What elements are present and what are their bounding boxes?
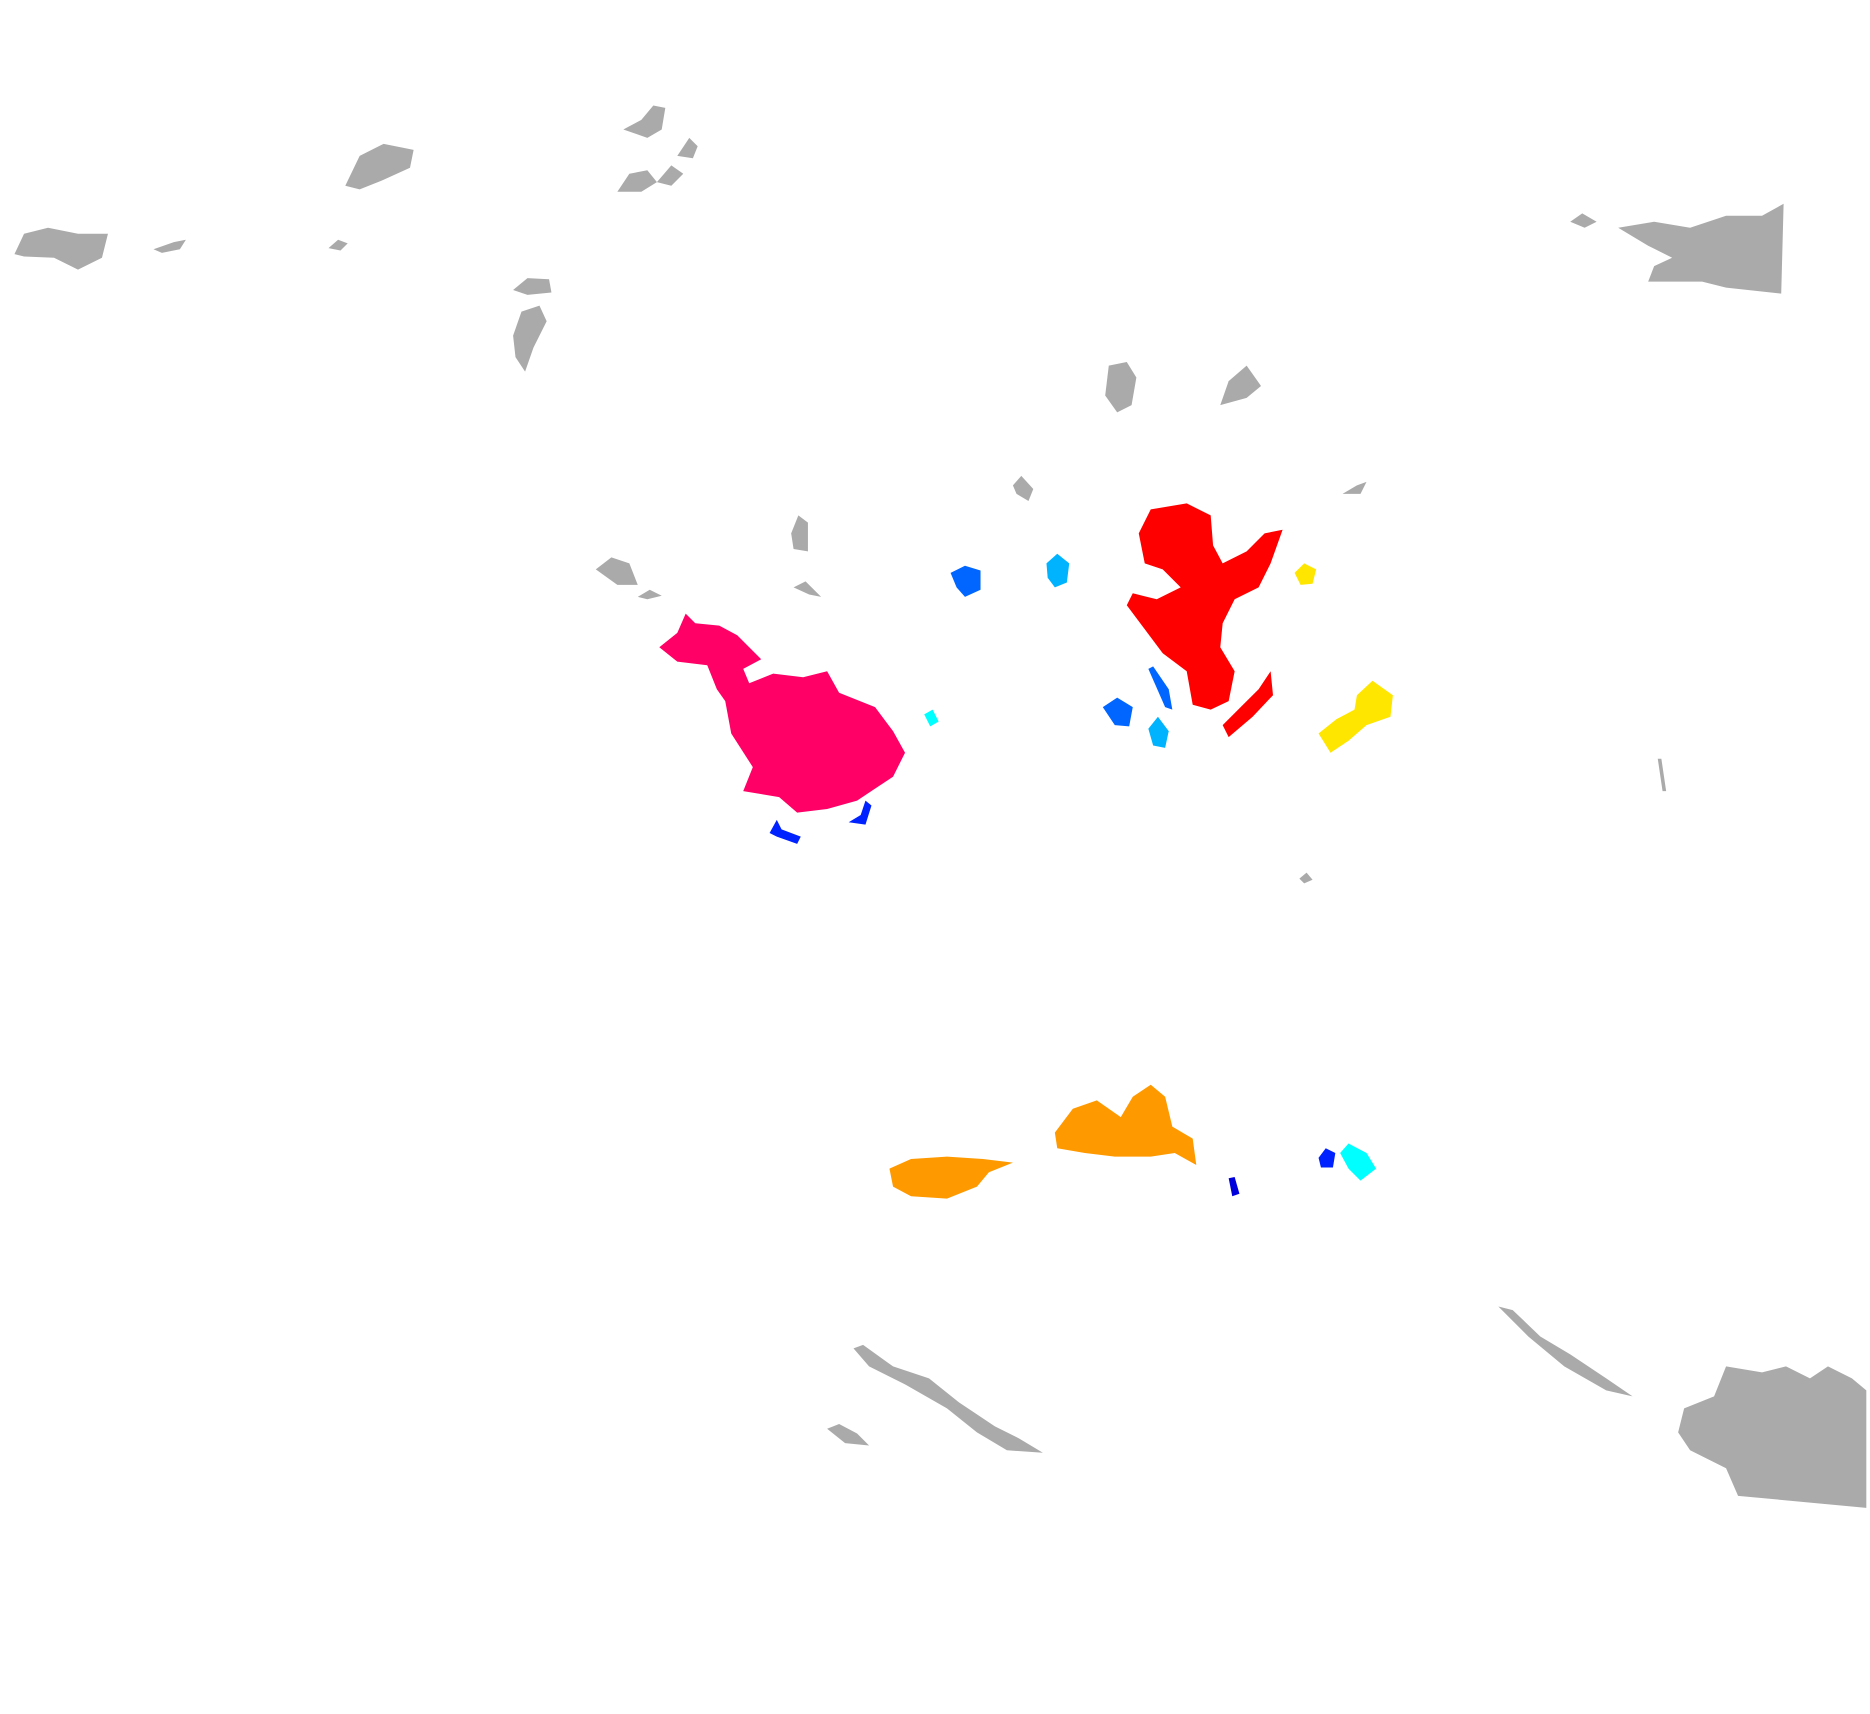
- island-gray: [827, 1423, 870, 1446]
- island-gray: [1012, 475, 1034, 502]
- island-gray: [1299, 872, 1313, 884]
- island-blue: [1102, 697, 1133, 727]
- island-blue: [1148, 666, 1173, 710]
- island-gray: [793, 581, 822, 597]
- island-gray: [853, 1344, 1043, 1453]
- island-red: [1126, 503, 1283, 710]
- land-other: [14, 105, 1867, 1508]
- island-gray: [1220, 365, 1262, 406]
- island-gray: [1498, 1306, 1633, 1397]
- island-cyan: [924, 709, 939, 727]
- island-gray: [345, 143, 414, 190]
- island-gray: [1342, 481, 1367, 494]
- island-orange: [889, 1156, 1013, 1199]
- island-gray: [153, 239, 186, 253]
- island-gray: [328, 239, 348, 251]
- island-orange: [1054, 1084, 1197, 1166]
- island-gray: [1678, 1366, 1867, 1508]
- island-gray: [623, 105, 666, 138]
- island-cyan: [1340, 1143, 1377, 1181]
- island-gray: [791, 515, 808, 552]
- island-magenta: [659, 613, 906, 813]
- island-gray: [637, 589, 662, 600]
- island-skyblue: [1148, 716, 1169, 748]
- island-darkblue: [769, 819, 801, 844]
- island-gray: [1105, 361, 1137, 413]
- island-gray: [617, 170, 657, 192]
- island-yellow: [1318, 680, 1393, 753]
- island-gray: [513, 278, 552, 295]
- island-gray: [1570, 213, 1597, 228]
- island-darkblue: [848, 800, 872, 825]
- island-darkblue: [1318, 1148, 1336, 1168]
- island-red: [1222, 671, 1274, 738]
- island-gray: [1657, 758, 1667, 792]
- island-gray: [513, 305, 547, 372]
- island-navy: [1228, 1177, 1240, 1197]
- island-yellow: [1294, 563, 1317, 585]
- island-gray: [595, 557, 638, 585]
- island-skyblue: [1046, 553, 1070, 588]
- island-gray: [1618, 203, 1784, 294]
- island-gray: [14, 227, 108, 270]
- island-blue: [950, 565, 981, 597]
- island-gray: [677, 137, 698, 159]
- island-gray: [656, 165, 684, 186]
